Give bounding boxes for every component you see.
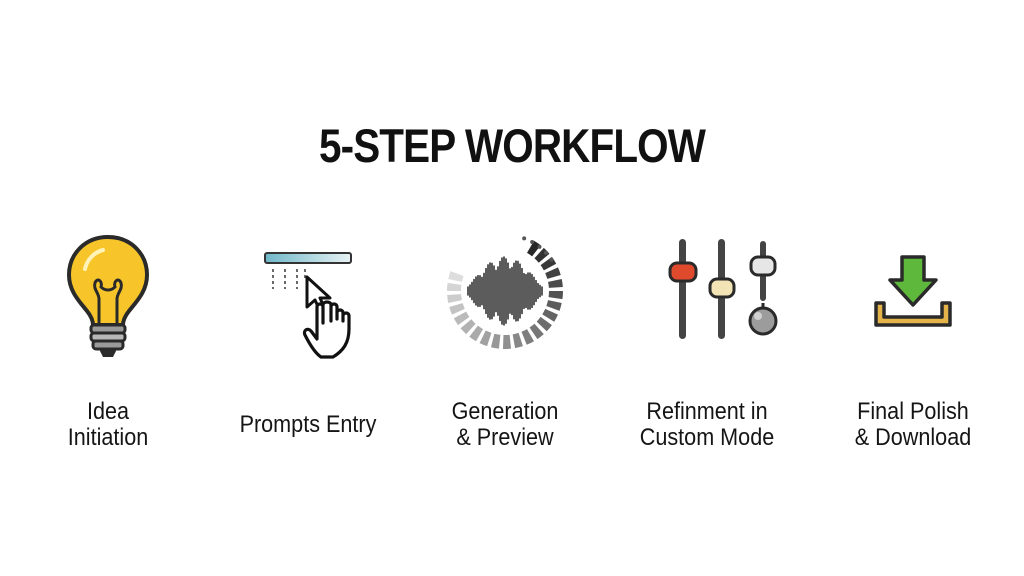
- step-label: Generation & Preview: [420, 385, 591, 465]
- spinner-segment: [449, 303, 465, 315]
- step-label-line-1: Final Polish: [857, 398, 969, 425]
- step-label-line-1: Refinment in: [646, 398, 768, 425]
- spinner-segment: [460, 319, 476, 335]
- step-label-line-2: & Download: [854, 424, 972, 451]
- step-label-line-1: Prompts Entry: [239, 411, 377, 438]
- step-label-line-2: & Preview: [456, 424, 554, 451]
- step-final-polish-download: Final Polish & Download: [818, 225, 1008, 455]
- step-label: Idea Initiation: [23, 385, 194, 465]
- spinner-segment: [546, 300, 562, 311]
- step-label: Final Polish & Download: [828, 385, 999, 465]
- spinner-dot: [537, 244, 542, 249]
- spinner-segment: [545, 267, 561, 279]
- spinner-segment: [469, 325, 483, 342]
- step-label-line-1: Generation: [451, 398, 559, 425]
- spinner-segment: [548, 291, 563, 300]
- spinner-segment: [512, 332, 523, 349]
- step-label: Refinment in Custom Mode: [622, 385, 793, 465]
- spinner-dot: [549, 257, 554, 262]
- spinner-dot: [543, 250, 548, 255]
- spinner-segment: [527, 240, 541, 257]
- mixer-sliders-icon: [632, 225, 782, 365]
- step-label: Prompts Entry: [223, 385, 394, 465]
- spinner-segment: [490, 333, 501, 349]
- spinner-segment: [453, 311, 470, 326]
- spinner-segment: [502, 334, 512, 349]
- light-bulb-icon: [33, 225, 183, 365]
- spinner-dot: [530, 240, 535, 245]
- waveform-loading-icon: [430, 225, 580, 365]
- spinner-segment: [448, 271, 464, 282]
- page-title: 5-STEP WORKFLOW: [318, 119, 706, 172]
- spinner-segment: [447, 282, 462, 291]
- step-prompts-entry: Prompts Entry: [213, 225, 403, 455]
- download-tray-icon: [838, 225, 988, 365]
- step-label-line-1: Idea: [86, 398, 130, 425]
- spinner-segment: [479, 330, 492, 347]
- step-refinement-custom-mode: Refinment in Custom Mode: [612, 225, 802, 455]
- step-label-line-2: Custom Mode: [639, 424, 775, 451]
- spinner-segment: [548, 278, 563, 288]
- spinner-dot: [522, 236, 527, 241]
- step-generation-preview: Generation & Preview: [410, 225, 600, 455]
- spinner-segment: [536, 316, 552, 332]
- spinner-segment: [529, 323, 544, 340]
- text-input-cursor-hand-icon: [233, 225, 383, 365]
- spinner-segment: [542, 308, 558, 322]
- step-idea-initiation: Idea Initiation: [13, 225, 203, 455]
- step-label-line-2: Initiation: [67, 424, 149, 451]
- spinner-segment: [521, 329, 534, 345]
- spinner-segment: [447, 294, 462, 304]
